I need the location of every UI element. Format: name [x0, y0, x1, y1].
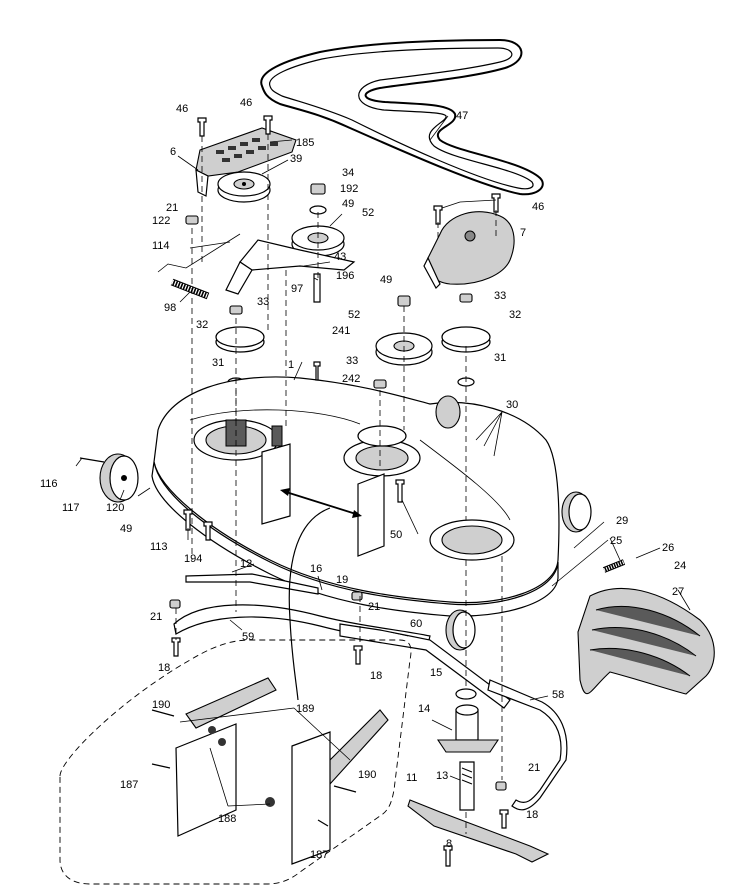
- part-label-21: 21: [528, 762, 540, 774]
- rod-114: [157, 233, 241, 273]
- pulley-32-left: [215, 326, 265, 353]
- part-label-14: 14: [418, 703, 430, 715]
- inset-hanger-brackets: [59, 639, 412, 885]
- deck-belt: [260, 38, 544, 196]
- part-label-194: 194: [184, 553, 202, 565]
- part-label-187: 187: [120, 779, 138, 791]
- part-label-32: 32: [509, 309, 521, 321]
- tension-spring: [170, 278, 210, 300]
- part-label-13: 13: [436, 770, 448, 782]
- part-label-187: 187: [310, 849, 328, 861]
- part-label-52: 52: [348, 309, 360, 321]
- part-label-33: 33: [494, 290, 506, 302]
- part-label-60: 60: [410, 618, 422, 630]
- part-label-31: 31: [212, 357, 224, 369]
- pulley-52b: [375, 332, 433, 366]
- gauge-wheel-rear-right-top: [435, 395, 461, 429]
- part-number-labels: 46 46 46 6 185 39 34 192 49 52 47 21 122…: [40, 97, 686, 861]
- part-label-52: 52: [362, 207, 374, 219]
- part-label-33: 33: [257, 296, 269, 308]
- part-label-113: 113: [150, 541, 168, 553]
- part-label-49: 49: [380, 274, 392, 286]
- assembly-lines: [175, 134, 503, 834]
- part-label-97: 97: [291, 283, 303, 295]
- part-label-43: 43: [334, 251, 346, 263]
- part-label-50: 50: [390, 529, 402, 541]
- part-label-8: 8: [446, 838, 452, 850]
- gauge-wheel-right-front: [561, 491, 592, 533]
- part-label-6: 6: [170, 146, 176, 158]
- leader-lines: [75, 115, 691, 807]
- part-label-47: 47: [456, 110, 468, 122]
- part-label-190: 190: [358, 769, 376, 781]
- part-label-188: 188: [218, 813, 236, 825]
- part-label-11: 11: [406, 772, 417, 784]
- reference-arrow: [280, 488, 362, 701]
- part-label-114: 114: [152, 240, 170, 252]
- part-label-24: 24: [674, 560, 686, 572]
- part-label-18: 18: [158, 662, 170, 674]
- part-label-25: 25: [610, 535, 622, 547]
- part-label-122: 122: [152, 215, 170, 227]
- part-label-242: 242: [342, 373, 360, 385]
- part-label-39: 39: [290, 153, 302, 165]
- part-label-18: 18: [526, 809, 538, 821]
- part-label-49: 49: [342, 198, 354, 210]
- mower-blade: [407, 799, 550, 867]
- part-label-185: 185: [296, 137, 314, 149]
- part-label-18: 18: [370, 670, 382, 682]
- deck-support-bars: [173, 573, 568, 811]
- part-label-16: 16: [310, 563, 322, 575]
- part-label-196: 196: [336, 270, 354, 282]
- part-label-98: 98: [164, 302, 176, 314]
- part-label-15: 15: [430, 667, 442, 679]
- spindle-assembly: [436, 688, 500, 811]
- part-label-189: 189: [296, 703, 314, 715]
- part-label-241: 241: [332, 325, 350, 337]
- part-label-7: 7: [520, 227, 526, 239]
- part-label-19: 19: [336, 574, 348, 586]
- gauge-wheel-right-rear: [445, 609, 476, 651]
- idler-pulley-39: [217, 171, 271, 203]
- part-label-58: 58: [552, 689, 564, 701]
- part-label-30: 30: [506, 399, 518, 411]
- part-label-27: 27: [672, 586, 684, 598]
- part-label-190: 190: [152, 699, 170, 711]
- part-label-32: 32: [196, 319, 208, 331]
- belt-cover-right: [423, 211, 515, 289]
- gauge-wheel-left: [99, 453, 139, 503]
- part-label-12: 12: [240, 558, 252, 570]
- part-label-33: 33: [346, 355, 358, 367]
- part-label-21: 21: [150, 611, 162, 623]
- part-label-59: 59: [242, 631, 254, 643]
- pulley-32-right: [441, 326, 491, 353]
- discharge-chute: [577, 587, 715, 695]
- chute-rod-29: [551, 539, 609, 587]
- part-label-192: 192: [340, 183, 358, 195]
- part-label-120: 120: [106, 502, 124, 514]
- part-label-21: 21: [368, 601, 380, 613]
- bolts-46: [197, 115, 501, 225]
- part-label-31: 31: [494, 352, 506, 364]
- part-label-117: 117: [62, 502, 80, 514]
- part-label-26: 26: [662, 542, 674, 554]
- part-label-46: 46: [176, 103, 188, 115]
- part-label-46: 46: [532, 201, 544, 213]
- part-label-49: 49: [120, 523, 132, 535]
- part-label-1: 1: [288, 359, 294, 371]
- part-label-34: 34: [342, 167, 354, 179]
- part-label-116: 116: [40, 478, 58, 490]
- part-label-46: 46: [240, 97, 252, 109]
- part-label-21: 21: [166, 202, 178, 214]
- chute-spring-25: [602, 559, 626, 573]
- part-label-29: 29: [616, 515, 628, 527]
